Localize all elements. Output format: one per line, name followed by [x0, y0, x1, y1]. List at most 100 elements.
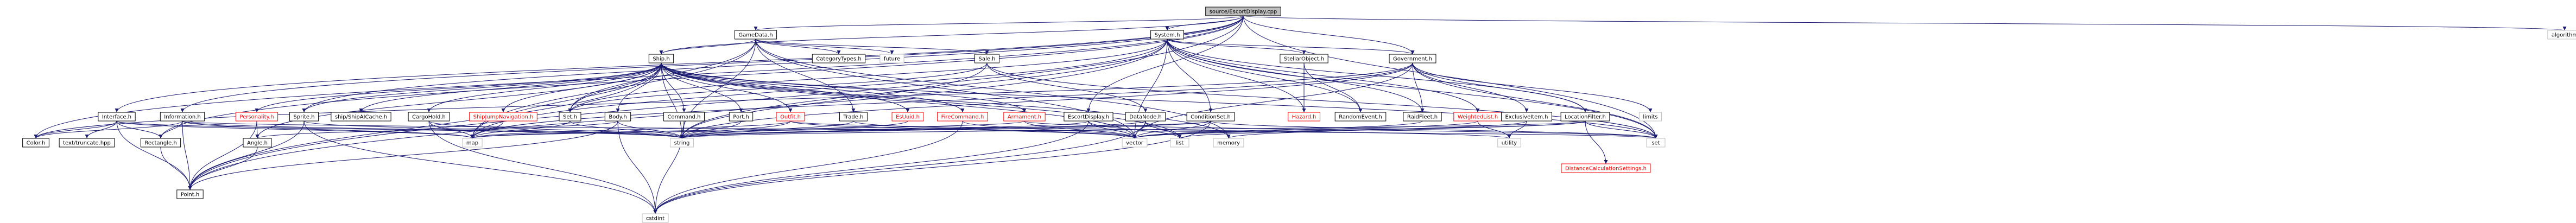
node-box	[140, 138, 181, 148]
edge	[188, 15, 1244, 190]
node-firecommand-h[interactable]: FireCommand.h	[937, 112, 988, 122]
edge-conditionset-h-to-vector	[1132, 120, 1211, 139]
node-esuuid-h[interactable]: EsUuid.h	[891, 112, 924, 122]
node-command-h[interactable]: Command.h	[663, 112, 705, 122]
node-box	[289, 112, 319, 122]
node-gamedata-h[interactable]: GameData.h	[734, 30, 777, 40]
node-label: map	[466, 141, 478, 146]
edge	[653, 120, 963, 214]
node-categorytypes-h[interactable]: CategoryTypes.h	[812, 54, 866, 63]
node-body-h[interactable]: Body.h	[604, 112, 631, 122]
edge	[116, 120, 192, 190]
node-box	[879, 54, 904, 63]
node-box	[1125, 112, 1166, 122]
edge	[116, 120, 474, 139]
node-raidfleet-h[interactable]: RaidFleet.h	[1403, 112, 1442, 122]
node-exclusiveitem-h[interactable]: ExclusiveItem.h	[1501, 112, 1553, 122]
node-information-h[interactable]: Information.h	[160, 112, 205, 122]
edge-interface-h-to-color-h	[34, 120, 117, 139]
edge-outfit-h-to-map	[470, 120, 791, 139]
node-label: Set.h	[563, 114, 577, 120]
node-hazard-h[interactable]: Hazard.h	[1288, 112, 1320, 122]
edge	[85, 120, 117, 139]
node-trade-h[interactable]: Trade.h	[839, 112, 868, 122]
edge	[1167, 39, 1415, 55]
node-cargohold-h[interactable]: CargoHold.h	[408, 112, 450, 122]
node-set: set	[1646, 138, 1666, 148]
node-box	[22, 138, 49, 148]
node-label: ConditionSet.h	[1191, 114, 1231, 120]
node-set-h[interactable]: Set.h	[559, 112, 581, 122]
edge-system-h-to-string	[680, 39, 1168, 139]
node-limits: limits	[1638, 112, 1662, 122]
edge-system-h-to-conditionset-h	[1167, 39, 1213, 113]
edge-information-h-to-rectangle-h	[159, 120, 183, 139]
node-locationfilter-h[interactable]: LocationFilter.h	[1560, 112, 1610, 122]
node-label: LocationFilter.h	[1565, 114, 1606, 120]
node-texttruncate-hpp[interactable]: text/truncate.hpp	[59, 138, 115, 148]
node-box	[648, 54, 674, 63]
node-label: Ship.h	[653, 56, 669, 62]
node-angle-h[interactable]: Angle.h	[243, 138, 272, 148]
edge	[1585, 120, 1608, 164]
node-port-h[interactable]: Port.h	[729, 112, 754, 122]
node-label: Point.h	[181, 192, 199, 198]
edge-armament-h-to-vector	[1024, 120, 1137, 139]
node-list: list	[1170, 138, 1189, 148]
node-ship-h[interactable]: Ship.h	[648, 54, 674, 63]
node-color-h[interactable]: Color.h	[22, 138, 49, 148]
edge	[661, 62, 793, 113]
node-algorithm: algorithm	[2547, 30, 2576, 40]
edge	[661, 62, 1182, 139]
edge	[1412, 62, 1653, 113]
edge-ship-h-to-firecommand-h	[661, 62, 965, 113]
edge-system-h-to-randomevent-h	[1167, 39, 1363, 113]
edge-sprite-h-to-cstdint	[303, 120, 657, 214]
node-box	[604, 112, 631, 122]
node-box	[462, 138, 483, 148]
node-point-h[interactable]: Point.h	[176, 189, 204, 199]
node-stellarobject-h[interactable]: StellarObject.h	[1280, 54, 1328, 63]
node-system-h[interactable]: System.h	[1150, 30, 1184, 40]
node-escortdisplay-h[interactable]: EscortDisplay.h	[1064, 112, 1113, 122]
edge-ship-h-to-map	[470, 62, 662, 139]
edge-ship-h-to-command-h	[661, 62, 686, 113]
edge	[255, 120, 618, 139]
node-distancecalculationsettings-h[interactable]: DistanceCalculationSettings.h	[1561, 163, 1651, 173]
node-interface-h[interactable]: Interface.h	[98, 112, 136, 122]
edge-locationfilter-h-to-distancecalculationsettings-h	[1585, 120, 1608, 164]
node-box	[408, 112, 450, 122]
node-box	[1213, 138, 1244, 148]
node-shipjumpnavigation-h[interactable]: ShipJumpNavigation.h	[469, 112, 537, 122]
node-personality-h[interactable]: Personality.h	[235, 112, 279, 122]
node-box	[1186, 112, 1235, 122]
edge	[255, 62, 662, 113]
node-armament-h[interactable]: Armament.h	[1003, 112, 1046, 122]
node-box	[1501, 112, 1553, 122]
node-escortdisplay-cpp[interactable]: source/EscortDisplay.cpp	[1205, 7, 1281, 16]
edge	[359, 62, 662, 113]
edge-trade-h-to-string	[680, 120, 854, 139]
node-outfit-h[interactable]: Outfit.h	[776, 112, 805, 122]
node-sale-h[interactable]: Sale.h	[974, 54, 999, 63]
node-datanode-h[interactable]: DataNode.h	[1125, 112, 1166, 122]
edge-gamedata-h-to-sale-h	[755, 39, 989, 55]
node-box	[2547, 30, 2576, 40]
node-weightedlist-h[interactable]: WeightedList.h	[1453, 112, 1502, 122]
node-box	[734, 30, 777, 40]
edge-sale-h-to-string	[680, 62, 988, 139]
node-sprite-h[interactable]: Sprite.h	[289, 112, 319, 122]
edge-ship-h-to-esuuid-h	[661, 62, 910, 113]
node-label: string	[674, 141, 690, 146]
node-government-h[interactable]: Government.h	[1389, 54, 1436, 63]
node-label: algorithm	[2552, 33, 2576, 39]
node-shipaicache-h[interactable]: ship/ShipAICache.h	[331, 112, 391, 122]
node-conditionset-h[interactable]: ConditionSet.h	[1186, 112, 1235, 122]
node-label: GameData.h	[738, 33, 773, 39]
edge	[661, 62, 684, 139]
node-rectangle-h[interactable]: Rectangle.h	[140, 138, 181, 148]
node-box	[839, 112, 868, 122]
edge-conditionset-h-to-map	[471, 120, 1211, 139]
edge	[470, 120, 791, 139]
node-randomevent-h[interactable]: RandomEvent.h	[1334, 112, 1387, 122]
